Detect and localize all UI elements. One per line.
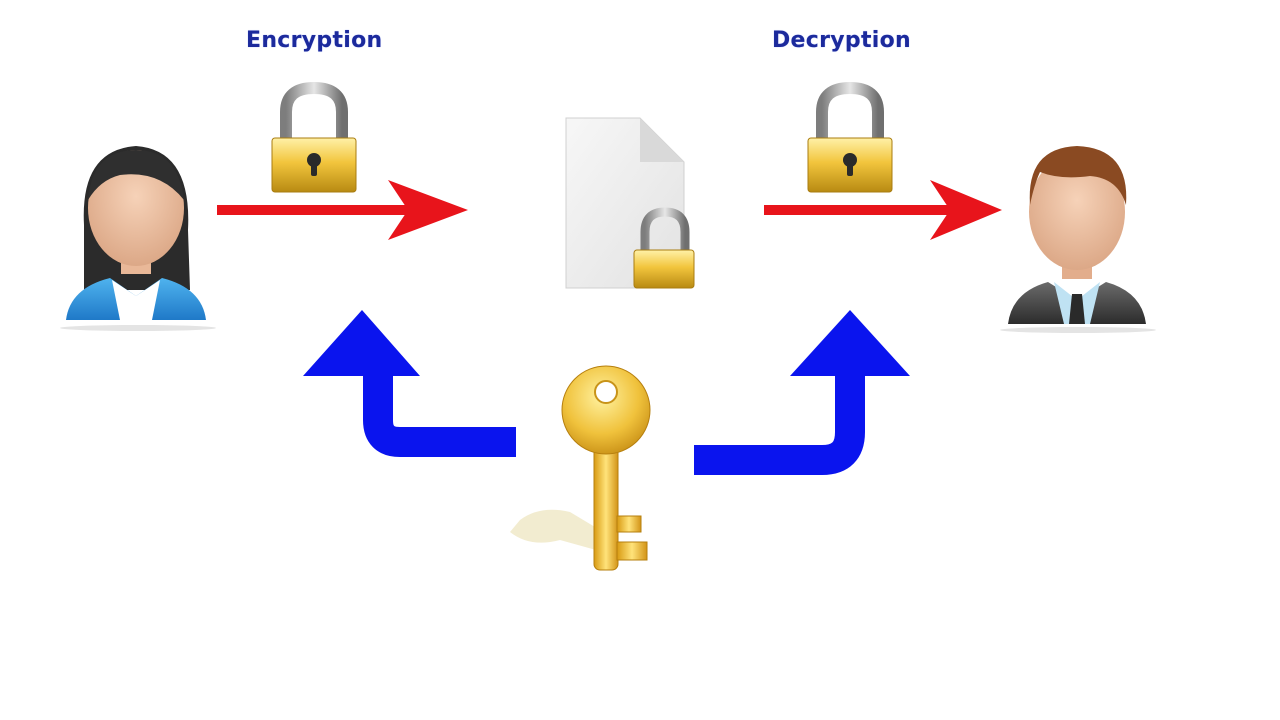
decryption-padlock-icon [807, 81, 893, 193]
document-lock-icon [633, 207, 695, 289]
encryption-flow-arrow [217, 180, 468, 240]
encryption-label: Encryption [246, 28, 383, 53]
decryption-label: Decryption [772, 28, 911, 53]
encryption-padlock-icon [271, 81, 357, 193]
golden-key-icon [510, 365, 651, 571]
decryption-flow-arrow [764, 180, 1002, 240]
receiver-man-icon [1000, 146, 1156, 333]
key-to-sender-arrow [303, 310, 516, 457]
encrypted-document-icon [565, 117, 695, 289]
key-to-receiver-arrow [694, 310, 910, 475]
sender-woman-icon [60, 146, 216, 331]
